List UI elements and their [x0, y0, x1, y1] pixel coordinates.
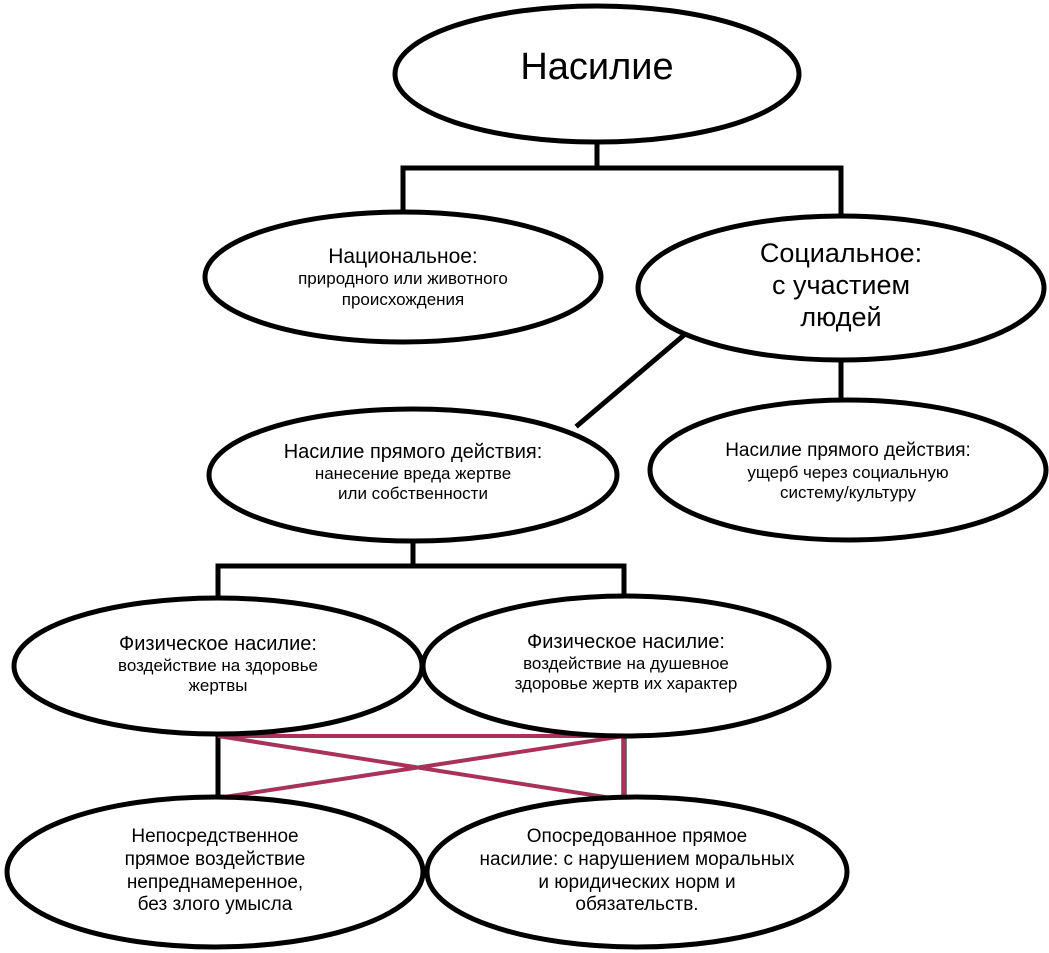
connector-direct-children: [215, 563, 627, 603]
label-immediate: Непосредственное прямое воздействие непр…: [124, 826, 306, 916]
label-direct: Насилие прямого действия: нанесение вред…: [283, 441, 543, 504]
connector-social-direct: [574, 326, 694, 429]
node-social: [635, 213, 1047, 363]
label-structural: Насилие прямого действия: ущерб через со…: [725, 440, 971, 503]
label-social: Социальное: с участием людей: [759, 238, 923, 332]
label-psychological: Физическое насилие: воздействие на душев…: [514, 631, 738, 694]
label-physical: Физическое насилие: воздействие на здоро…: [118, 633, 318, 696]
connector-root-children: [400, 165, 844, 231]
cross-line-psych-to-immediate: [217, 734, 625, 800]
label-mediated: Опосредованное прямое насилие: с нарушен…: [479, 826, 795, 916]
node-immediate: [4, 794, 426, 950]
node-natural: [202, 209, 604, 345]
node-mediated: [424, 794, 850, 950]
node-root: [392, 3, 802, 145]
node-psychological: [420, 593, 832, 739]
node-direct: [206, 406, 620, 544]
node-structural: [647, 397, 1049, 543]
label-root: Насилие: [520, 46, 674, 88]
label-natural: Национальное: природного или животного п…: [298, 245, 508, 309]
